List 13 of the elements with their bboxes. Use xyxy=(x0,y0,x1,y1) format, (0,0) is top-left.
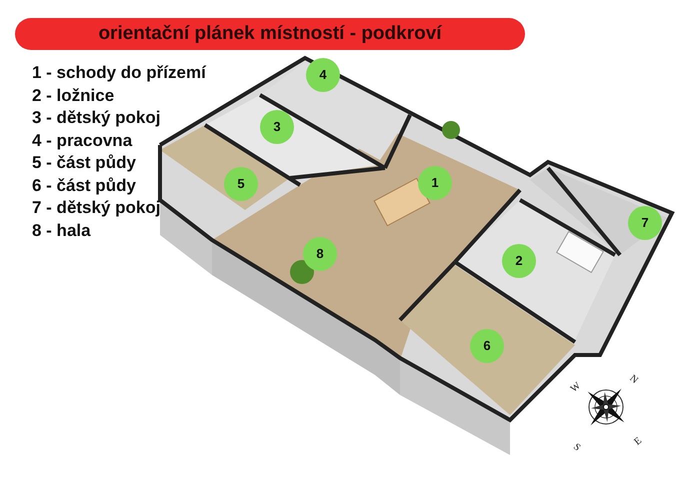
room-list-item: 8 - hala xyxy=(32,220,91,240)
room-list-item: 2 - ložnice xyxy=(32,86,114,106)
compass-letter: W xyxy=(568,380,583,395)
room-list-item: 3 - dětský pokoj xyxy=(32,108,160,128)
room-list-item: 6 - část půdy xyxy=(32,176,136,196)
room-list-item: 5 - část půdy xyxy=(32,153,136,173)
compass-letter: E xyxy=(632,435,644,448)
room-list-item: 1 - schody do přízemí xyxy=(32,63,206,83)
compass-letter: S xyxy=(571,442,582,454)
room-list-item: 4 - pracovna xyxy=(32,130,132,150)
title-banner: orientační plánek místností - podkroví xyxy=(15,18,525,50)
room-list-item: 7 - dětský pokoj xyxy=(32,198,160,218)
compass-letter: N xyxy=(627,372,640,386)
